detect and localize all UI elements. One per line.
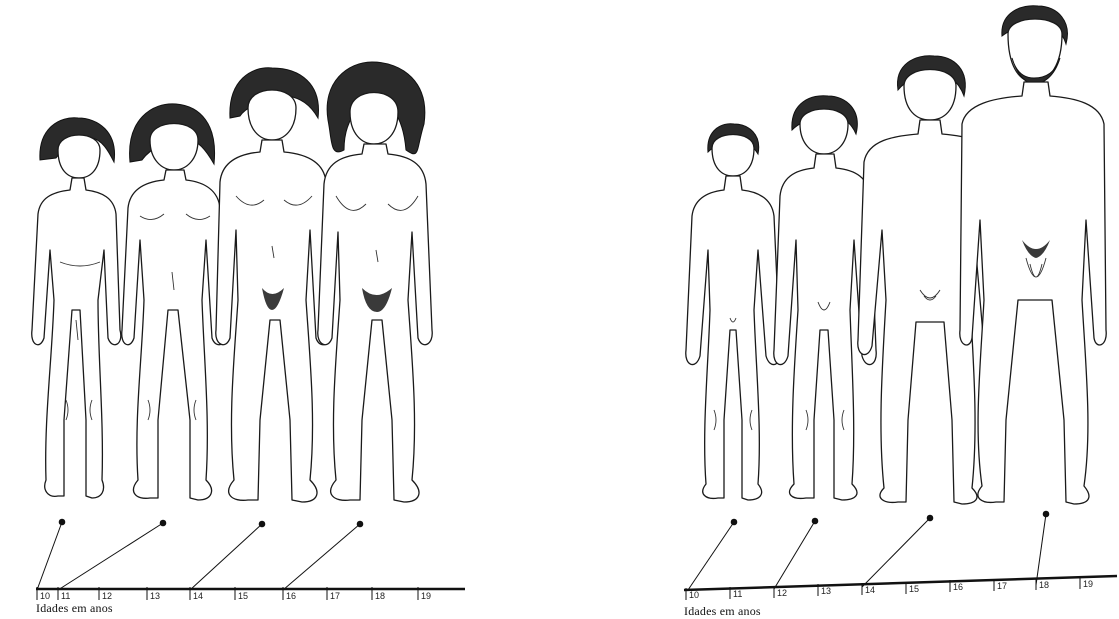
age-axis-caption: Idades em anos <box>684 604 761 619</box>
female-figures-svg: 10 11 12 13 14 15 16 17 18 19 <box>0 0 470 619</box>
tick-label: 10 <box>689 590 699 600</box>
male-figures-svg: 10 11 12 13 14 15 16 17 18 19 <box>672 0 1119 619</box>
girl-figure-1 <box>32 118 121 498</box>
tick-label: 18 <box>1039 580 1049 590</box>
male-development-panel: 10 11 12 13 14 15 16 17 18 19 Idades em … <box>672 0 1119 619</box>
age-marker-dot <box>160 520 166 526</box>
tick-label: 12 <box>102 591 112 601</box>
tick-label: 14 <box>865 585 875 595</box>
girl-figure-4 <box>318 62 432 502</box>
girl-figure-3 <box>216 68 330 502</box>
age-marker-lines <box>688 511 1049 590</box>
tick-label: 10 <box>40 591 50 601</box>
girl-figure-2 <box>122 104 226 500</box>
tick-label: 15 <box>909 584 919 594</box>
age-marker-dot <box>259 521 265 527</box>
tick-label: 19 <box>1083 579 1093 589</box>
age-marker-dot <box>59 519 65 525</box>
age-marker-dot <box>357 521 363 527</box>
tick-label: 12 <box>777 588 787 598</box>
boy-figure-4 <box>960 6 1106 504</box>
female-development-panel: 10 11 12 13 14 15 16 17 18 19 Idades em … <box>0 0 470 619</box>
tick-label: 16 <box>286 591 296 601</box>
tick-label: 13 <box>150 591 160 601</box>
age-axis-caption: Idades em anos <box>36 601 113 616</box>
age-axis: 10 11 12 13 14 15 16 17 18 19 <box>684 576 1117 600</box>
tick-label: 11 <box>733 589 742 599</box>
tick-label: 13 <box>821 586 831 596</box>
age-marker-dot <box>927 515 933 521</box>
tick-label: 18 <box>375 591 385 601</box>
tick-label: 11 <box>61 591 70 601</box>
age-marker-dot <box>1043 511 1049 517</box>
boy-figure-1 <box>686 124 780 500</box>
tick-label: 17 <box>330 591 340 601</box>
age-marker-lines <box>37 519 363 590</box>
tick-label: 16 <box>953 582 963 592</box>
tick-label: 17 <box>997 581 1007 591</box>
tick-label: 19 <box>421 591 431 601</box>
age-marker-dot <box>731 519 737 525</box>
age-marker-dot <box>812 518 818 524</box>
tick-label: 14 <box>193 591 203 601</box>
tick-label: 15 <box>238 591 248 601</box>
age-axis: 10 11 12 13 14 15 16 17 18 19 <box>36 587 465 601</box>
